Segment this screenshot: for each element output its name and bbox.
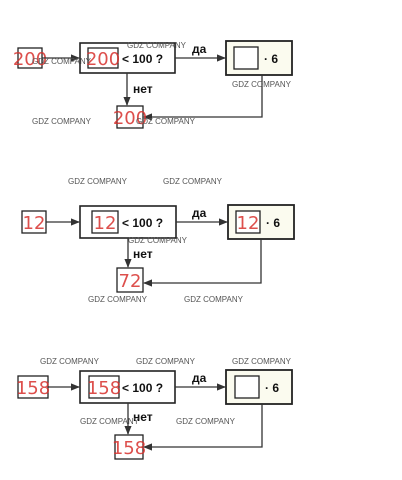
no-label: нет [133,82,153,96]
condition-value: 158 [87,378,121,399]
no-label: нет [133,247,153,261]
condition-slot [87,47,119,69]
output-box [116,105,144,129]
watermark: GDZ COMPANY [176,417,236,426]
input-value: 200 [13,49,47,70]
yes-label: да [192,371,207,385]
output-value: 158 [112,438,146,459]
watermark: GDZ COMPANY [88,295,148,304]
condition-value: 200 [86,49,120,70]
watermark: GDZ COMPANY [127,41,187,50]
condition-text: < 100 ? [122,216,163,230]
watermark: GDZ COMPANY [163,177,223,186]
watermark: GDZ COMPANY [136,117,196,126]
watermark: GDZ COMPANY [32,57,92,66]
condition-text: < 100 ? [122,52,163,66]
watermark: GDZ COMPANY [232,357,292,366]
output-box [114,434,144,460]
output-box [116,267,144,293]
watermark: GDZ COMPANY [40,357,100,366]
watermark: GDZ COMPANY [32,117,92,126]
watermarks: GDZ COMPANY GDZ COMPANY GDZ COMPANY GDZ … [32,41,292,426]
watermark: GDZ COMPANY [184,295,244,304]
multiply-slot [235,210,261,234]
output-value: 72 [119,271,142,292]
input-value: 12 [23,213,46,234]
multiply-slot [233,46,259,70]
multiply-text: · 6 [266,216,280,230]
condition-text: < 100 ? [122,381,163,395]
input-value: 158 [16,378,50,399]
yes-label: да [192,42,207,56]
multiply-text: · 6 [265,381,279,395]
watermark: GDZ COMPANY [128,236,188,245]
condition-slot [91,210,119,234]
condition-slot [88,375,120,399]
watermark: GDZ COMPANY [136,357,196,366]
return-arrow [143,239,262,287]
flow-row-1: 200 200 < 100 ? да · 6 нет 200 [13,40,293,129]
multiply-value: 12 [237,213,260,234]
return-arrow [143,404,263,451]
flow-row-3: 158 158 < 100 ? да · 6 нет 158 [16,369,293,460]
watermark: GDZ COMPANY [232,80,292,89]
watermark: GDZ COMPANY [80,417,140,426]
no-label: нет [133,410,153,424]
flow-row-2: 12 12 < 100 ? да 12 · 6 нет 72 [21,204,295,293]
multiply-slot [234,375,260,399]
multiply-text: · 6 [264,52,278,66]
condition-value: 12 [94,213,117,234]
watermark: GDZ COMPANY [68,177,128,186]
return-arrow [143,75,263,121]
yes-label: да [192,206,207,220]
output-value: 200 [113,108,147,129]
